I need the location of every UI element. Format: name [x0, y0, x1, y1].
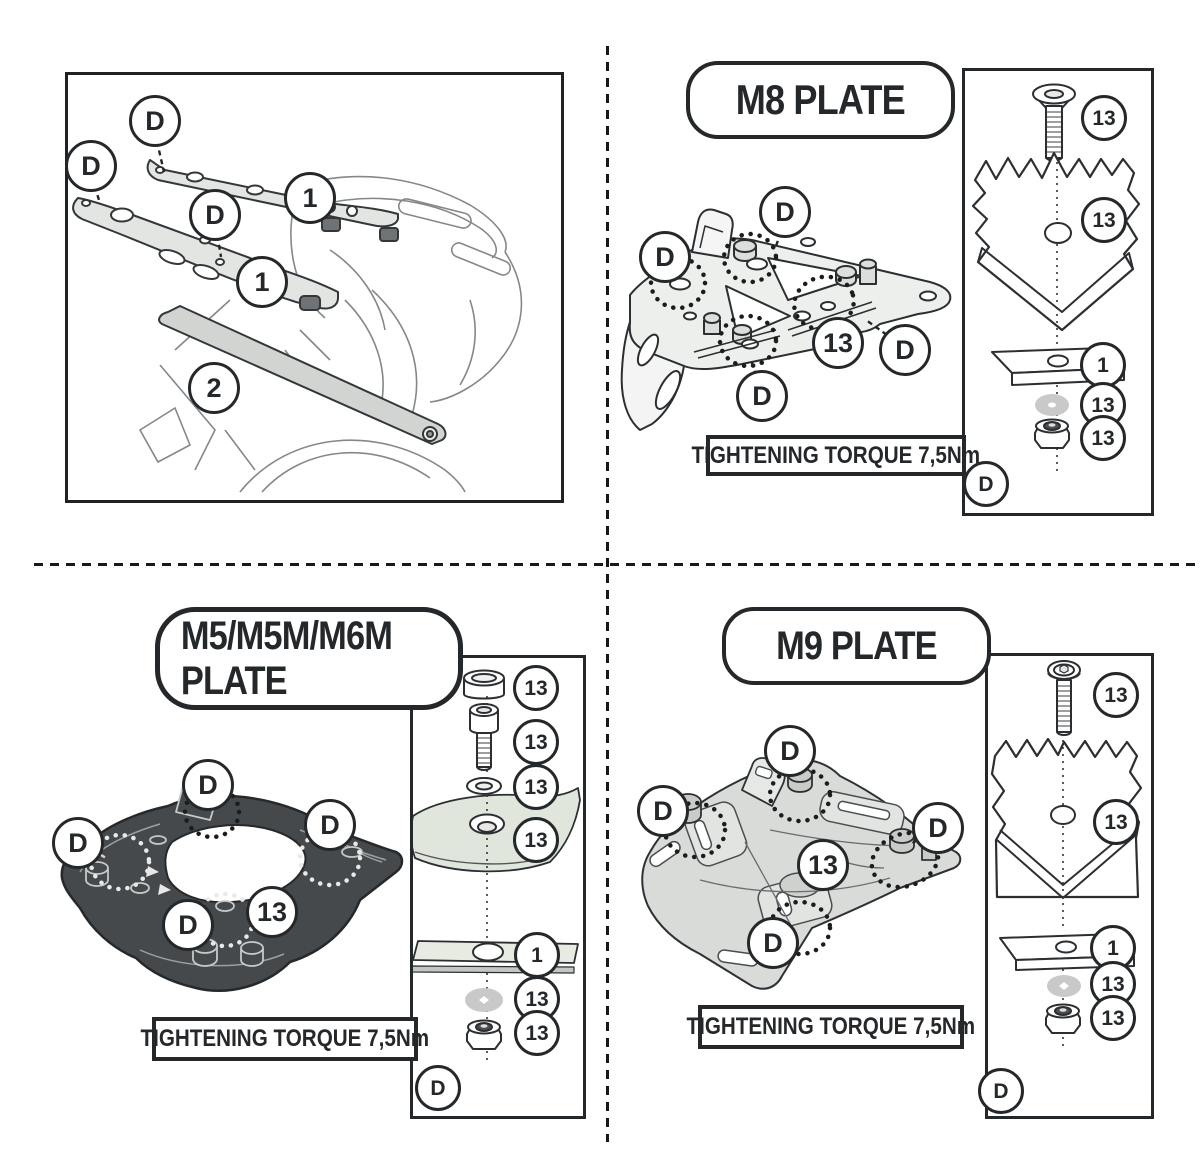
- m8-title-label: M8 PLATE: [735, 76, 906, 123]
- m8-parts-box: [962, 68, 1154, 516]
- m9-parts-box: [985, 653, 1154, 1119]
- callout-d: D: [639, 231, 691, 283]
- callout-d: D: [304, 799, 356, 851]
- callout-13: 13: [246, 886, 298, 938]
- callout-d: D: [129, 95, 181, 147]
- callout-13: 13: [1080, 415, 1126, 461]
- callout-d: D: [912, 802, 964, 854]
- m5-title-label: M5/M5M/M6M PLATE: [180, 613, 393, 703]
- m5-plate-drawing: [60, 772, 404, 992]
- callout-d: D: [764, 725, 816, 777]
- m5-title: M5/M5M/M6M PLATE: [155, 607, 463, 710]
- callout-13: 13: [797, 839, 849, 891]
- m5-torque-note: TIGHTENING TORQUE 7,5Nm: [141, 1017, 429, 1061]
- m5-torque-label: TIGHTENING TORQUE 7,5Nm: [140, 1025, 430, 1052]
- callout-d: D: [637, 785, 689, 837]
- m8-leader-lines: [666, 223, 895, 385]
- m9-torque-label: TIGHTENING TORQUE 7,5Nm: [686, 1013, 976, 1040]
- m8-title: M8 PLATE: [686, 61, 955, 139]
- callout-13: 13: [514, 1010, 560, 1056]
- horizontal-dashed-divider: [34, 563, 1197, 566]
- callout-13: 13: [1081, 95, 1127, 141]
- m9-torque-note: TIGHTENING TORQUE 7,5Nm: [687, 1005, 975, 1049]
- callout-d: D: [736, 370, 788, 422]
- callout-2: 2: [188, 362, 240, 414]
- callout-1: 1: [514, 932, 560, 978]
- callout-d: D: [162, 899, 214, 951]
- m5-parts-box: [410, 655, 586, 1119]
- callout-d: D: [879, 324, 931, 376]
- callout-d: D: [415, 1065, 461, 1111]
- vertical-dashed-divider: [606, 46, 609, 1142]
- callout-13: 13: [1090, 995, 1136, 1041]
- callout-13: 13: [1093, 799, 1139, 845]
- callout-13: 13: [1081, 197, 1127, 243]
- callout-1: 1: [284, 172, 336, 224]
- callout-13: 13: [513, 817, 559, 863]
- m9-title-label: M9 PLATE: [776, 623, 938, 668]
- callout-d: D: [963, 461, 1009, 507]
- callout-d: D: [182, 759, 234, 811]
- callout-d: D: [759, 186, 811, 238]
- callout-d: D: [978, 1068, 1024, 1114]
- callout-d: D: [52, 817, 104, 869]
- callout-13: 13: [513, 719, 559, 765]
- callout-d: D: [65, 140, 117, 192]
- callout-d: D: [747, 917, 799, 969]
- m9-title: M9 PLATE: [722, 607, 991, 685]
- callout-1: 1: [236, 256, 288, 308]
- callout-13: 13: [1093, 672, 1139, 718]
- m8-torque-note: TIGHTENING TORQUE 7,5Nm: [692, 435, 980, 476]
- callout-13: 13: [513, 665, 559, 711]
- callout-d: D: [189, 189, 241, 241]
- m8-torque-label: TIGHTENING TORQUE 7,5Nm: [691, 441, 981, 469]
- callout-13: 13: [513, 764, 559, 810]
- callout-13: 13: [812, 317, 864, 369]
